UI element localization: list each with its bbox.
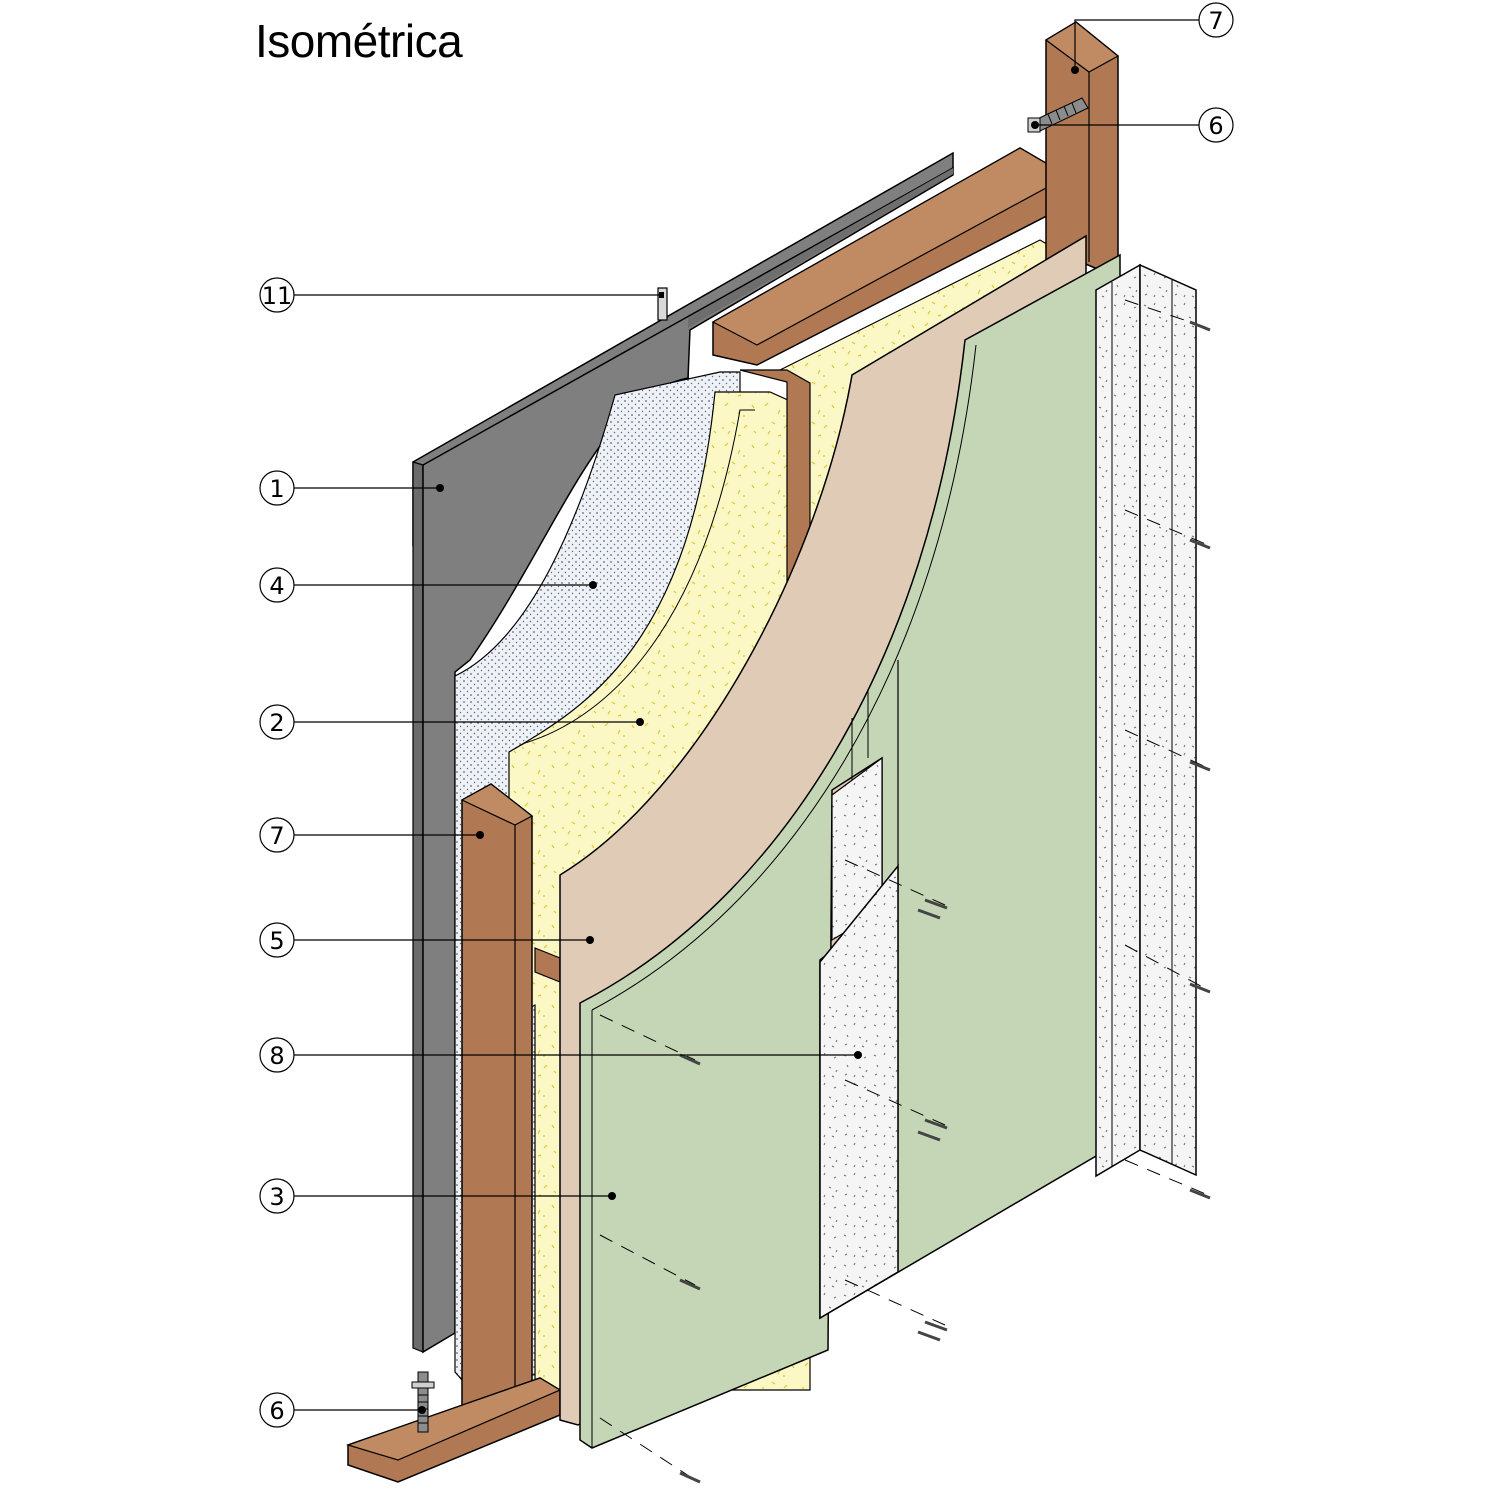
callout-1-label: 1 <box>269 475 284 503</box>
callout-2-label: 2 <box>269 709 284 737</box>
leader-lines <box>294 19 1200 1411</box>
cement-board-strip <box>819 756 899 1320</box>
anchor-bolt-bottom <box>411 1371 435 1433</box>
callout-4-label: 4 <box>269 572 284 600</box>
callout-6-bottom-label: 6 <box>269 1397 284 1425</box>
callout-4: 4 <box>259 567 295 603</box>
cladding-clip <box>657 287 668 321</box>
cement-board-corner <box>1095 263 1197 1178</box>
anchor-bolt-top <box>1027 97 1089 133</box>
callout-11-label: 11 <box>262 282 293 310</box>
callout-5-label: 5 <box>269 927 284 955</box>
screws <box>599 299 1211 1484</box>
callout-6-bottom: 6 <box>259 1392 295 1428</box>
callout-7-top: 7 <box>1198 2 1234 38</box>
callout-3: 3 <box>259 1178 295 1214</box>
diagram-title: Isométrica <box>255 15 463 67</box>
callout-3-label: 3 <box>269 1183 284 1211</box>
callout-7-top-label: 7 <box>1208 7 1223 35</box>
callout-5: 5 <box>259 922 295 958</box>
callout-1: 1 <box>259 470 295 506</box>
callout-7-left-label: 7 <box>269 822 284 850</box>
callout-6-top-label: 6 <box>1208 112 1223 140</box>
callout-11: 11 <box>259 277 295 313</box>
gypsum-board <box>579 253 1121 1449</box>
callout-8: 8 <box>259 1037 295 1073</box>
callout-7-left: 7 <box>259 817 295 853</box>
callout-8-label: 8 <box>269 1042 284 1070</box>
cladding-board <box>412 151 954 1354</box>
leader-dots <box>418 66 1079 1414</box>
callout-6-top: 6 <box>1198 107 1234 143</box>
callout-2: 2 <box>259 704 295 740</box>
